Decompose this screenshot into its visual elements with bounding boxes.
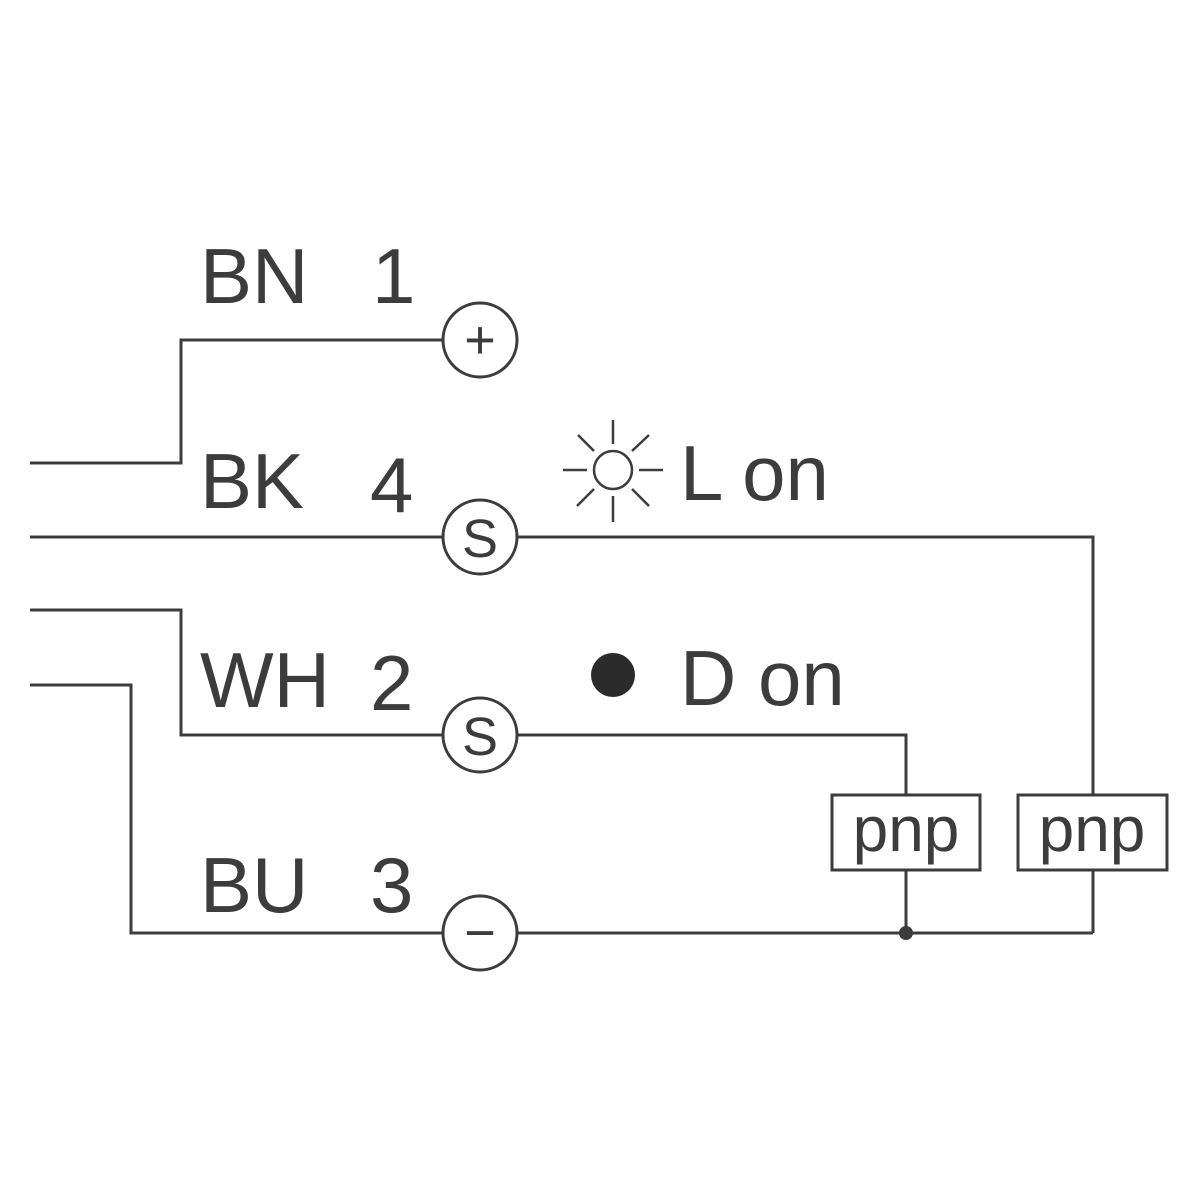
signal-symbol: S [462,707,498,767]
wire-color-label-wh: WH [200,636,330,724]
pin-number-label-2: 2 [370,639,413,727]
filled-dot-icon [591,653,635,697]
light-on-label: L on [680,429,829,517]
sun-icon [563,420,663,522]
pin-number-label-1: 1 [372,232,415,320]
output-label: pnp [853,793,960,865]
junction-dot [899,926,913,940]
terminal-1: + [441,301,519,379]
terminal-circle [441,894,519,972]
output-box [830,793,982,872]
pin-labels: BN 1 BK 4 WH 2 BU 3 [200,232,415,929]
wires [30,338,1095,940]
terminal-circle [441,498,519,576]
wire-wh-out [517,733,908,795]
terminal-2: S [441,696,519,774]
output-label: pnp [1039,793,1146,865]
signal-symbol: S [462,509,498,569]
wire-bk-out [517,535,1095,795]
wire-bn [30,338,443,465]
pin-number-label-4: 4 [370,441,413,529]
terminal-circle [441,301,519,379]
output-box [1016,793,1169,872]
wire-color-label-bn: BN [200,232,308,320]
dark-on-label: D on [680,634,845,722]
output-pnp-right: pnp [1016,793,1169,872]
wire-wh-in [30,608,443,737]
plus-symbol: + [464,310,496,370]
terminal-3: − [441,894,519,972]
wire-bu-in [30,683,443,935]
terminal-4: S [441,498,519,576]
terminal-circle [441,696,519,774]
wire-color-label-bu: BU [200,841,308,929]
pin-number-label-3: 3 [370,841,413,929]
output-pnp-left: pnp [830,793,982,872]
wire-color-label-bk: BK [200,437,304,525]
minus-symbol: − [464,903,496,963]
